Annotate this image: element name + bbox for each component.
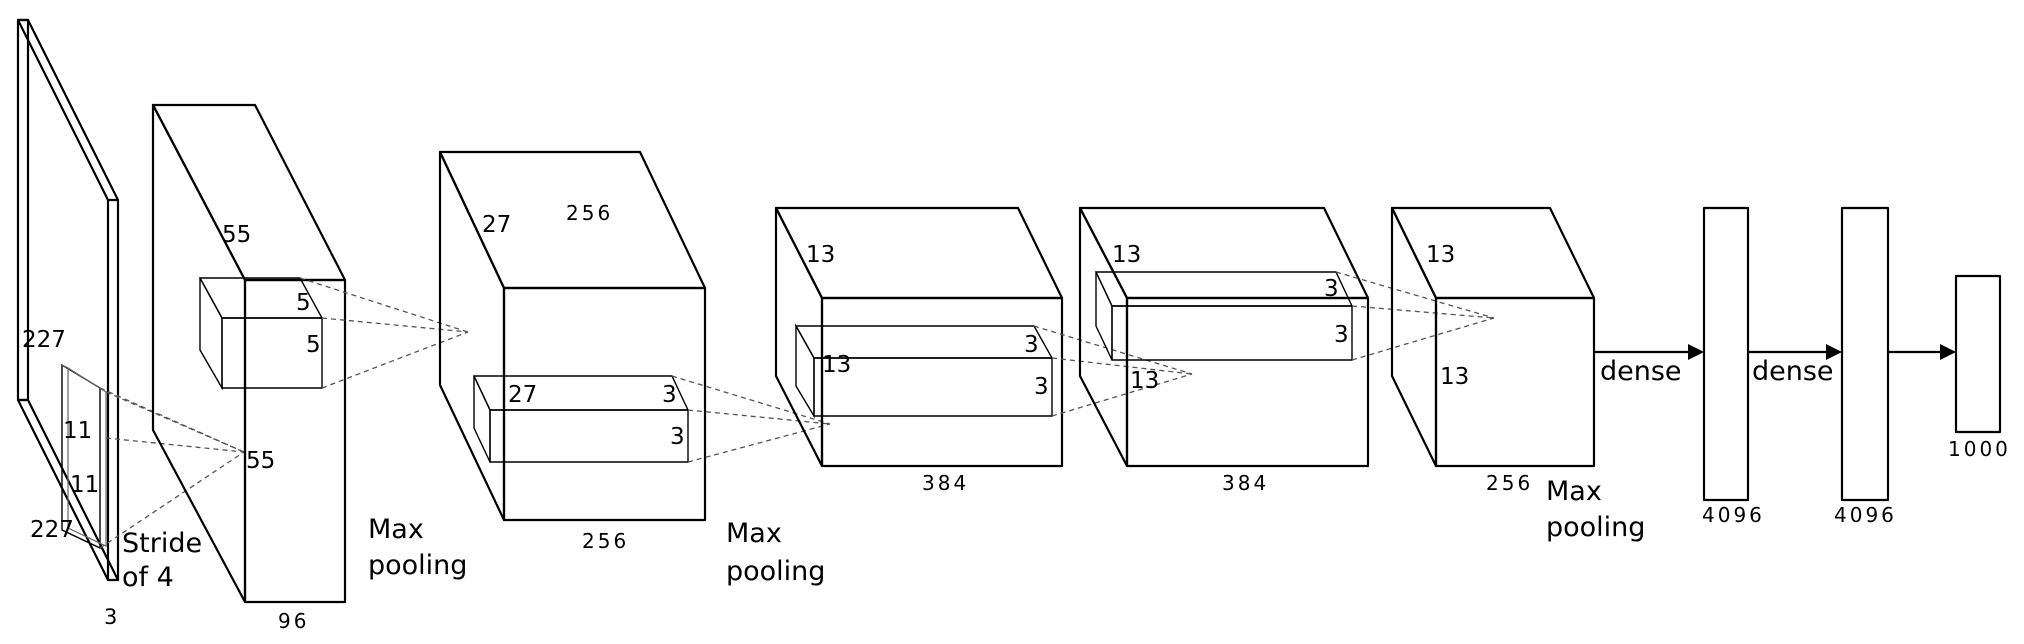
- conv5-layer: [1390, 206, 1596, 468]
- conv5-depth-label: 256: [1486, 471, 1533, 495]
- conv3-to-conv4-projection: [1033, 325, 1193, 417]
- stride-label-line1: Stride: [122, 528, 202, 559]
- conv4-kernel-h-label: 3: [1324, 276, 1339, 302]
- conv2-side-label: 27: [482, 212, 511, 238]
- conv2-kernel-top: [472, 375, 690, 411]
- conv4-kernel-front: [1111, 305, 1353, 361]
- conv3-kernel-side-label: 13: [822, 352, 851, 378]
- input-side-depth-label: 227: [30, 517, 74, 543]
- input-to-conv1-projection: [99, 387, 245, 549]
- fc6-size-label: 4096: [1702, 503, 1765, 527]
- output-size-label: 1000: [1948, 437, 2011, 461]
- input-kernel-link: [61, 364, 69, 369]
- conv4-layer: [1078, 206, 1370, 468]
- conv2-to-conv3-projection: [671, 375, 831, 463]
- conv3-kernel-w-label: 3: [1034, 374, 1049, 400]
- fc7-box: [1840, 206, 1890, 502]
- conv4-side-label: 13: [1112, 242, 1141, 268]
- pool1-label-line1: Max: [368, 514, 424, 545]
- conv5-side-label: 13: [1426, 242, 1455, 268]
- conv2-kernel-front: [489, 409, 689, 463]
- conv3-side-label: 13: [806, 242, 835, 268]
- conv5-top: [1390, 206, 1596, 300]
- conv2-layer: [438, 150, 707, 522]
- input-side-label: 227: [22, 327, 66, 353]
- fc6-to-fc7-arrow: [1748, 344, 1842, 360]
- input-kernel-h-label: 11: [63, 418, 92, 444]
- input-kernel-inner: [67, 366, 107, 547]
- output-box: [1954, 274, 2002, 434]
- input-layer: [16, 18, 120, 582]
- conv1-kernel-side: [199, 277, 223, 391]
- conv2-side: [438, 150, 506, 522]
- conv1-kernel-w-label: 5: [306, 332, 321, 358]
- conv3-depth-label: 384: [922, 471, 969, 495]
- fc7-layer: [1840, 206, 1890, 502]
- conv2-kernel-side: [473, 375, 491, 463]
- conv2-kernel-h-label: 3: [662, 382, 677, 408]
- conv2-top: [438, 150, 707, 290]
- conv2-top-depth-label: 256: [566, 201, 613, 225]
- conv1-kernel-h-label: 5: [296, 290, 311, 316]
- conv4-front: [1125, 296, 1370, 468]
- conv4-kernel-w-label: 3: [1334, 322, 1349, 348]
- dense-label-2: dense: [1752, 356, 1834, 387]
- fc7-size-label: 4096: [1834, 503, 1897, 527]
- pool2-label-line2: pooling: [726, 556, 825, 587]
- conv2-depth-label: 256: [582, 529, 629, 553]
- input-channels-label: 3: [104, 605, 117, 629]
- output-layer: [1954, 274, 2002, 434]
- conv1-front: [243, 278, 347, 604]
- fc6-box: [1702, 206, 1750, 502]
- pool3-label-line1: Max: [1546, 476, 1602, 507]
- conv1-depth-label: 96: [278, 609, 309, 633]
- fc6-layer: [1702, 206, 1750, 502]
- conv3-kernel-side: [795, 323, 815, 419]
- conv3-kernel-h-label: 3: [1024, 332, 1039, 358]
- conv5-inner-label: 13: [1440, 364, 1469, 390]
- input-kernel-w-label: 11: [70, 472, 99, 498]
- conv4-top: [1078, 206, 1370, 300]
- conv2-kernel-w-label: 3: [670, 424, 685, 450]
- conv3-front: [820, 296, 1064, 468]
- fc7-to-output-arrow: [1888, 344, 1956, 360]
- conv4-output-point-label: 13: [1130, 368, 1159, 394]
- conv1-side-label: 55: [222, 222, 251, 248]
- conv4-depth-label: 384: [1222, 471, 1269, 495]
- conv1-top: [151, 103, 347, 282]
- conv3-top: [774, 206, 1064, 300]
- conv5-to-fc6-arrow: [1594, 344, 1704, 360]
- pool1-label-line2: pooling: [368, 550, 467, 581]
- conv2-kernel-side-label: 27: [508, 382, 537, 408]
- pool2-label-line1: Max: [726, 518, 782, 549]
- stride-label-line2: of 4: [122, 562, 174, 593]
- conv4-to-conv5-projection: [1335, 271, 1495, 361]
- conv1-output-point-label: 55: [246, 448, 275, 474]
- input-volume-top: [16, 18, 120, 202]
- pool3-label-line2: pooling: [1546, 512, 1645, 543]
- dense-label-1: dense: [1600, 356, 1682, 387]
- conv1-to-conv2-projection: [299, 277, 469, 389]
- conv4-kernel-top: [1094, 271, 1354, 307]
